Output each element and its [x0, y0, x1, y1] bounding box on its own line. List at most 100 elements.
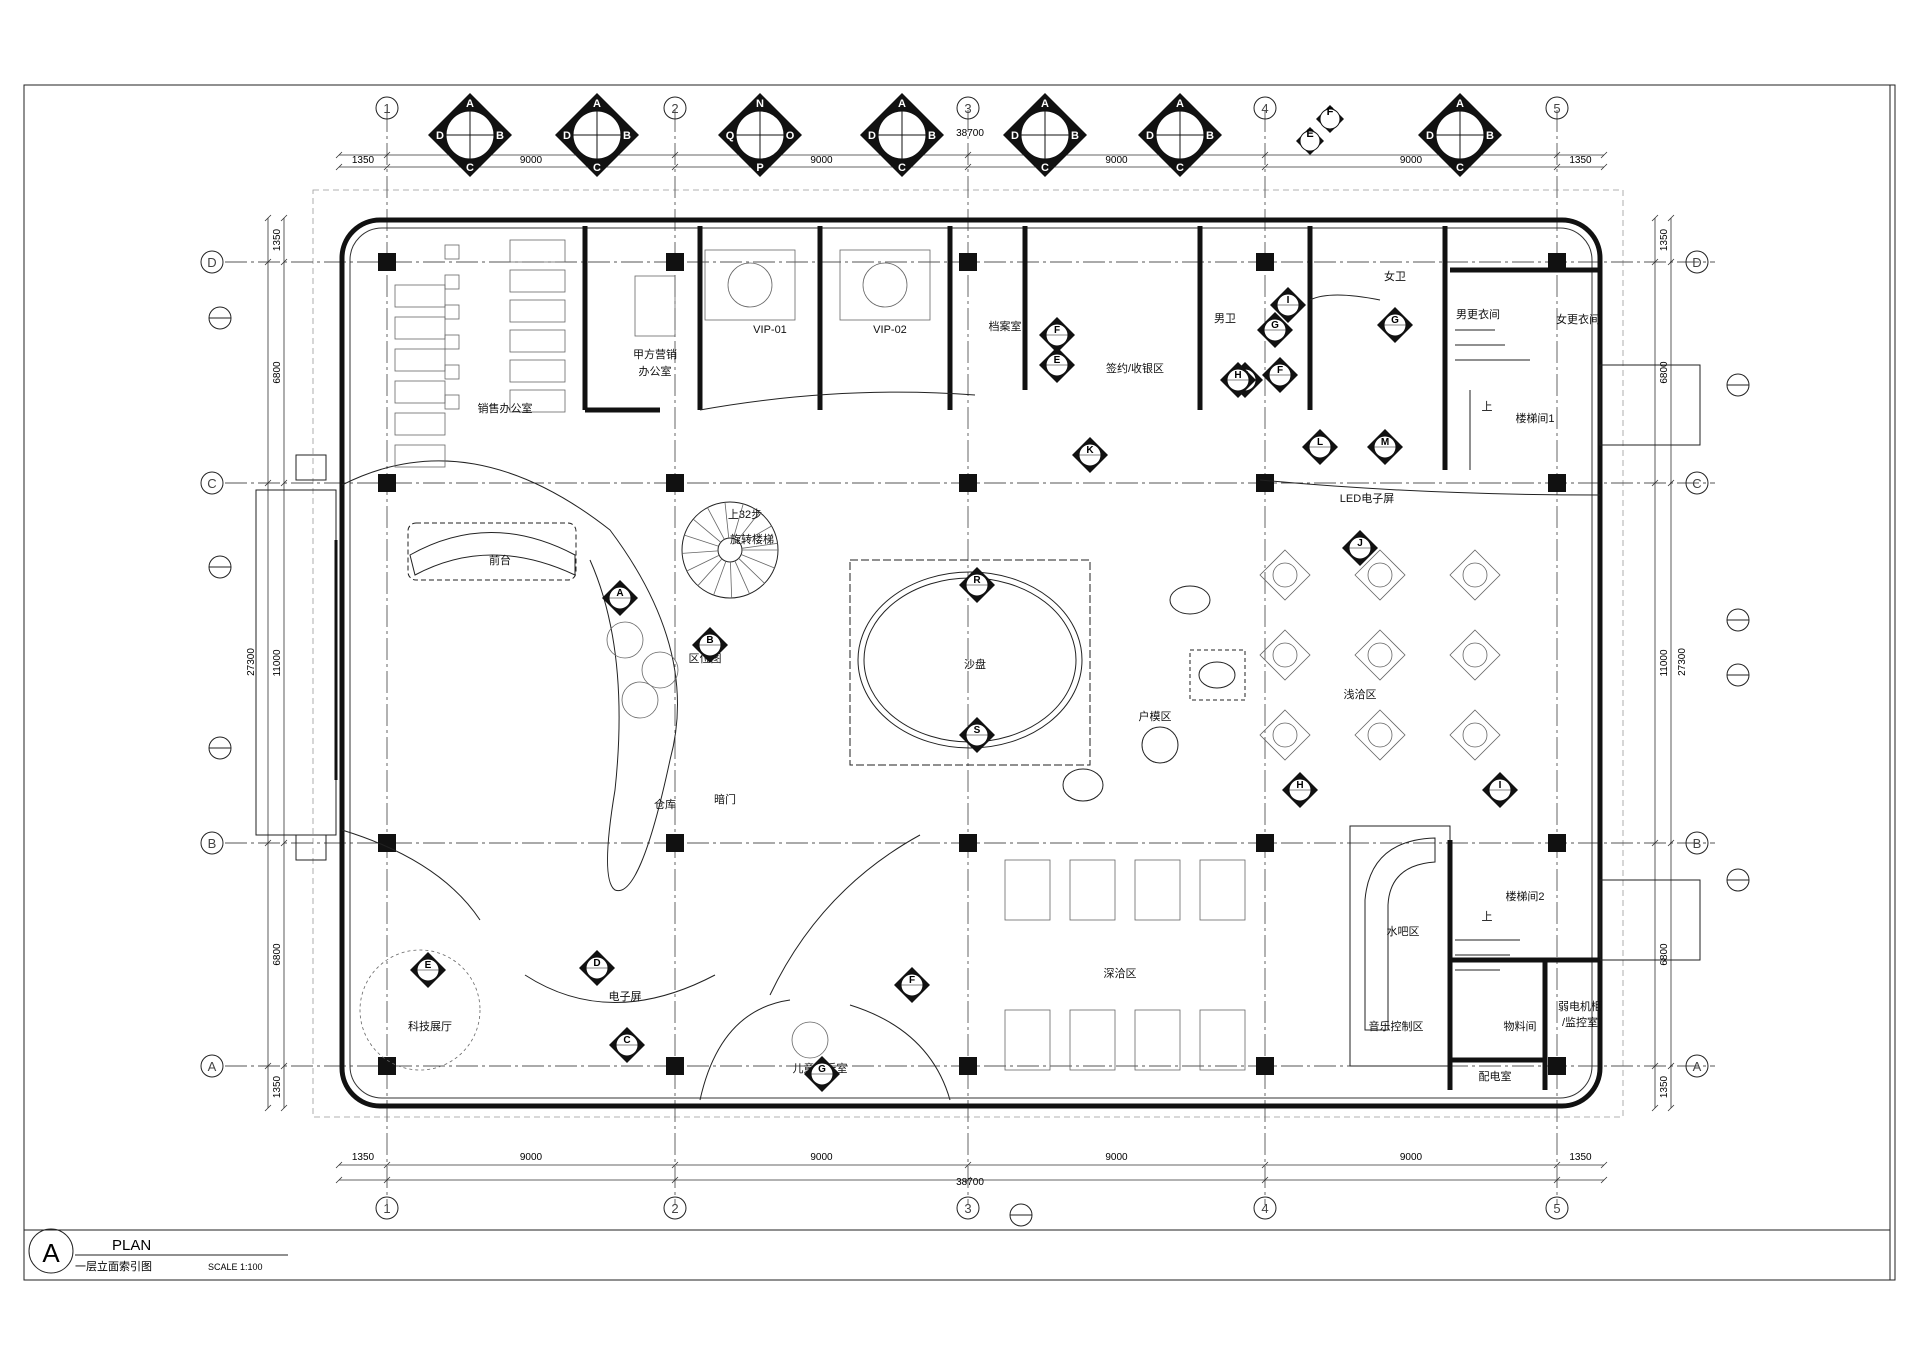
- elevation-marker-C: C: [609, 1027, 645, 1063]
- left-entrance: [255, 454, 338, 861]
- column: [378, 834, 396, 852]
- grid-col-label: 3: [964, 1201, 971, 1216]
- room-label: 女卫: [1384, 269, 1406, 283]
- grid-bubble-col-4: 4: [1253, 96, 1277, 120]
- dim-right-total: 27300: [1677, 648, 1688, 676]
- grid-bubble-row-A: A: [200, 1054, 224, 1078]
- grid-col-label: 1: [383, 101, 390, 116]
- symbol-letter: D: [1011, 130, 1019, 142]
- elevation-marker-H: H: [1282, 772, 1318, 808]
- grid-col-label: 3: [964, 101, 971, 116]
- plan-subtitle: 一层立面索引图: [75, 1259, 152, 1273]
- symbol-letter: D: [1146, 130, 1154, 142]
- column: [959, 1057, 977, 1075]
- column: [666, 474, 684, 492]
- grid-row-label: B: [1693, 836, 1702, 851]
- column: [1548, 474, 1566, 492]
- room-label: 深洽区: [1104, 967, 1137, 980]
- grid-bubble-col-2: 2: [663, 1196, 687, 1220]
- elevation-marker-F: F: [894, 967, 930, 1003]
- symbol-letter: D: [563, 130, 571, 142]
- column: [666, 253, 684, 271]
- elevation-marker-R: R: [959, 567, 995, 603]
- grid-row-label: D: [1692, 255, 1701, 270]
- symbol-letter: C: [1456, 162, 1464, 174]
- dim-segment: 11000: [1659, 649, 1670, 677]
- room-label: 前台: [489, 553, 511, 567]
- elevation-marker-I: I: [1270, 287, 1306, 323]
- symbol-letter: P: [756, 162, 763, 174]
- right-annex: [1599, 364, 1701, 961]
- column: [378, 253, 396, 271]
- grid-bubble-row-D: D: [1685, 250, 1709, 274]
- room-label: 暗门: [714, 792, 736, 806]
- room-label: VIP-02: [873, 324, 907, 336]
- grid-bubble-col-4: 4: [1253, 1196, 1277, 1220]
- section-references: [208, 306, 1750, 1227]
- grid-col-label: 2: [671, 1201, 678, 1216]
- symbol-letter: C: [593, 162, 601, 174]
- dim-segment: 6800: [1659, 943, 1670, 966]
- symbol-letter: N: [756, 98, 764, 110]
- grid-lines: [225, 110, 1715, 1205]
- dim-segment: 9000: [520, 155, 543, 166]
- grid-row-label: C: [1692, 476, 1701, 491]
- room-label: 户模区: [1139, 709, 1172, 723]
- elevation-marker-F: F: [1262, 357, 1298, 393]
- marker-letter: K: [1086, 445, 1094, 456]
- symbol-letter: A: [1041, 98, 1049, 110]
- symbol-letter: B: [1486, 130, 1494, 142]
- room-label: /监控室: [1562, 1015, 1598, 1029]
- column: [666, 834, 684, 852]
- title-block: A PLAN 一层立面索引图 SCALE 1:100: [24, 1228, 1890, 1274]
- section-ref: [208, 555, 232, 579]
- room-label: LED电子屏: [1340, 492, 1394, 505]
- symbol-letter: Q: [726, 130, 735, 142]
- structural-columns: [378, 253, 1566, 1075]
- room-label: 办公室: [639, 364, 672, 378]
- symbol-letter: C: [1176, 162, 1184, 174]
- room-label: 楼梯间2: [1505, 889, 1544, 903]
- elevation-marker-G: G: [1257, 312, 1293, 348]
- marker-letter: G: [818, 1064, 826, 1075]
- dim-segment: 1350: [352, 155, 375, 166]
- elevation-marker-G: G: [1377, 307, 1413, 343]
- symbol-letter: C: [898, 162, 906, 174]
- room-label: 档案室: [989, 319, 1022, 333]
- room-label: 沙盘: [964, 657, 986, 671]
- section-ref: [1726, 608, 1750, 632]
- room-label: 上: [1482, 400, 1493, 413]
- dim-segment: 9000: [810, 1152, 833, 1163]
- column: [1256, 474, 1274, 492]
- symbol-letter: O: [786, 130, 795, 142]
- elevation-marker-E: E: [1039, 347, 1075, 383]
- elevation-marker-H: H: [1220, 362, 1256, 398]
- section-ref: [208, 306, 232, 330]
- elevation-marker-M: M: [1367, 429, 1403, 465]
- section-ref: [1726, 663, 1750, 687]
- interior-partitions: [341, 226, 1601, 1101]
- symbol-letter: D: [868, 130, 876, 142]
- symbol-letter: C: [466, 162, 474, 174]
- room-label: 电子屏: [609, 990, 642, 1003]
- furniture: [359, 239, 1501, 1071]
- grid-bubble-row-A: A: [1685, 1054, 1709, 1078]
- grid-col-label: 2: [671, 101, 678, 116]
- elevation-symbol: FE: [1296, 105, 1344, 155]
- section-ref: [1726, 373, 1750, 397]
- interior-elevation-markers: KJRSABFELMHGFEGIHIEDCFG: [410, 287, 1518, 1092]
- grid-bubble-row-B: B: [200, 831, 224, 855]
- marker-letter: F: [909, 975, 915, 986]
- dim-segment: 9000: [1400, 1152, 1423, 1163]
- column: [1256, 834, 1274, 852]
- dim-segment: 1350: [352, 1152, 375, 1163]
- marker-letter: L: [1317, 437, 1323, 448]
